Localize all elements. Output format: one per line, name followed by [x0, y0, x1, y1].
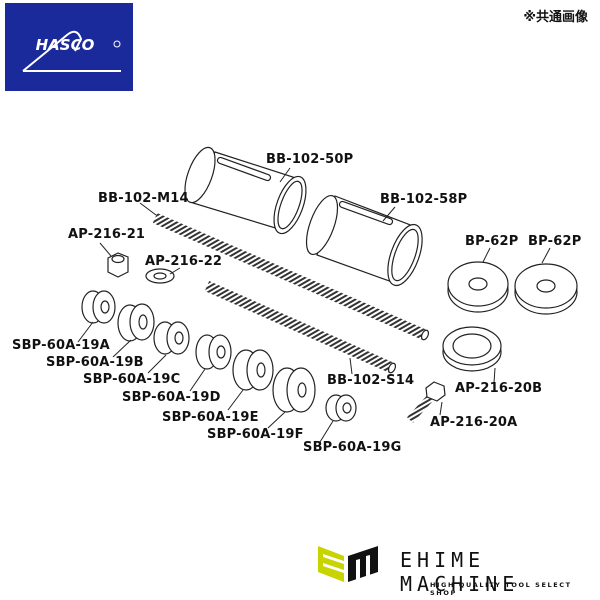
part-label-ap-216-20a: AP-216-20A [430, 415, 518, 430]
part-label-ap-216-20b: AP-216-20B [455, 381, 543, 396]
washer-ap-216-22 [145, 268, 175, 284]
leader-lines [77, 167, 551, 443]
spacer-sbp-60a-19d [195, 334, 232, 370]
part-label-bp-62p-1: BP-62P [465, 234, 519, 249]
sleeve-bb-102-58p [305, 194, 423, 287]
part-label-sbp-60a-19a: SBP-60A-19A [12, 338, 110, 353]
part-label-bb-102-m14: BB-102-M14 [98, 191, 189, 206]
part-label-sbp-60a-19c: SBP-60A-19C [83, 372, 181, 387]
brand-name: EHIME MACHINE [400, 548, 520, 596]
pad-bp-62p-2 [514, 263, 578, 315]
part-label-bb-102-s14: BB-102-S14 [327, 373, 415, 388]
part-label-ap-216-21: AP-216-21 [68, 227, 146, 242]
spacer-sbp-60a-19f [272, 367, 316, 413]
spacer-sbp-60a-19e [232, 349, 274, 391]
hasco-logo [5, 3, 133, 91]
threaded-rod-bb-102-s14 [204, 280, 397, 374]
bolt-ap-216-20a [407, 381, 446, 423]
part-label-sbp-60a-19d: SBP-60A-19D [122, 390, 221, 405]
em-logo-icon [318, 546, 378, 582]
part-label-bp-62p-2: BP-62P [528, 234, 582, 249]
spacer-sbp-60a-19c [153, 321, 190, 355]
nut-ap-216-21 [107, 252, 129, 278]
part-label-sbp-60a-19f: SBP-60A-19F [207, 427, 304, 442]
hasco-swoosh-icon [22, 30, 121, 72]
part-label-sbp-60a-19g: SBP-60A-19G [303, 440, 402, 455]
spacer-sbp-60a-19g [325, 394, 357, 422]
spacer-sbp-60a-19b [117, 303, 155, 342]
spacer-sbp-60a-19a [81, 290, 116, 324]
part-label-sbp-60a-19e: SBP-60A-19E [162, 410, 259, 425]
spring-washer-ap-216-20b [442, 326, 502, 372]
threaded-rod-bb-102-m14 [152, 212, 430, 341]
brand-tagline: HIGH QUALITY TOOL SELECT SHOP [430, 581, 572, 597]
common-image-note: ※共通画像 [523, 10, 588, 25]
pad-bp-62p-1 [447, 261, 509, 313]
part-label-sbp-60a-19b: SBP-60A-19B [46, 355, 144, 370]
sleeve-bb-102-50p [184, 146, 307, 235]
hasco-logo-text: HASCO [35, 36, 95, 54]
part-label-bb-102-58p: BB-102-58P [380, 192, 468, 207]
part-label-bb-102-50p: BB-102-50P [266, 152, 354, 167]
part-label-ap-216-22: AP-216-22 [145, 254, 223, 269]
